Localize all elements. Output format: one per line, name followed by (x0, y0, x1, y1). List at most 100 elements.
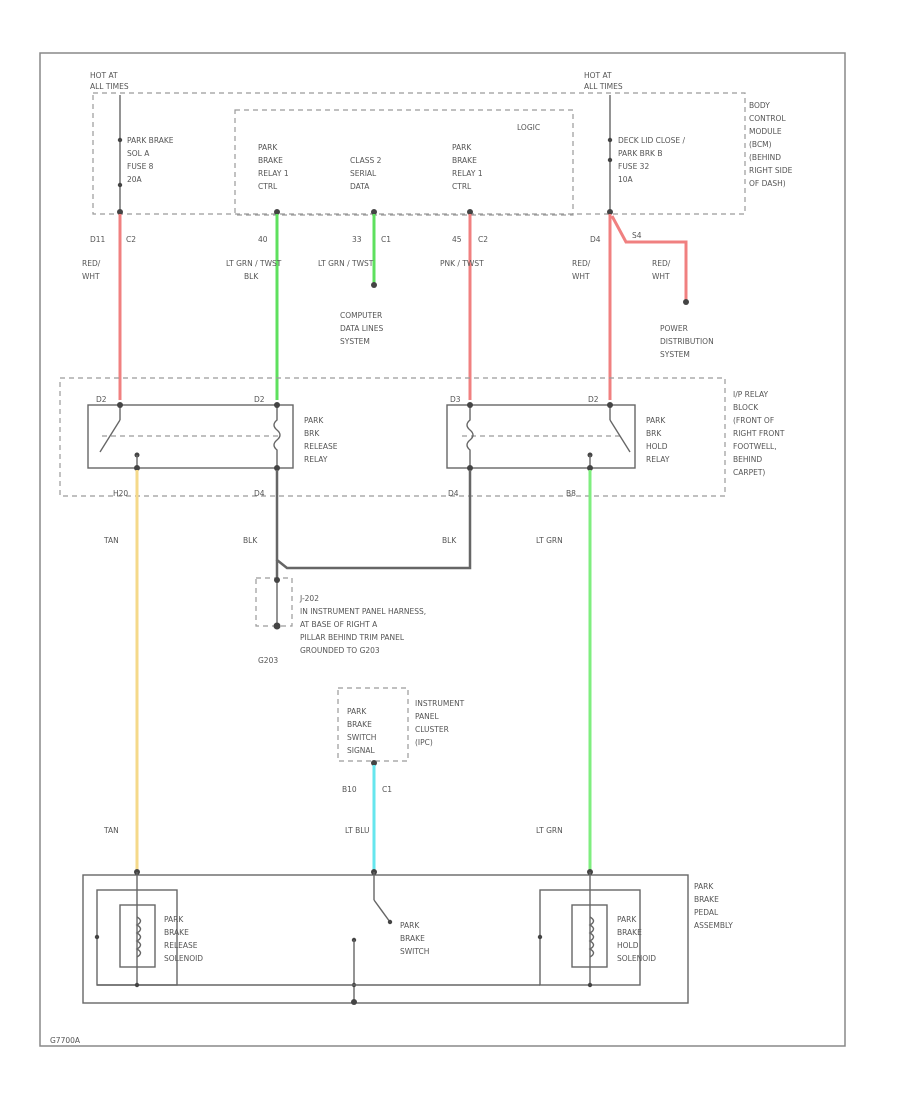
release-relay-contact (99, 419, 121, 453)
svg-text:IN INSTRUMENT PANEL HARNESS,: IN INSTRUMENT PANEL HARNESS, (300, 607, 426, 616)
svg-text:BRK: BRK (304, 429, 320, 438)
svg-text:PARK BRK B: PARK BRK B (618, 149, 663, 158)
svg-text:SYSTEM: SYSTEM (660, 350, 690, 359)
svg-text:PARK: PARK (694, 882, 714, 891)
svg-text:(FRONT OF: (FRONT OF (733, 416, 774, 425)
ground-label: G203 (258, 656, 278, 665)
svg-text:SOL A: SOL A (127, 149, 150, 158)
svg-text:BRK: BRK (646, 429, 662, 438)
svg-text:PARK: PARK (400, 921, 420, 930)
svg-text:SOLENOID: SOLENOID (164, 954, 203, 963)
svg-text:PARK: PARK (304, 416, 324, 425)
svg-text:PANEL: PANEL (415, 712, 440, 721)
computer-data-terminal (371, 282, 377, 288)
bcm-pin-4 (467, 209, 473, 215)
w6-color-2: WHT (652, 272, 670, 281)
svg-text:FOOTWELL,: FOOTWELL, (733, 442, 777, 451)
hot-label-right-1: HOT AT (584, 71, 612, 80)
bcm-pin-1 (117, 209, 123, 215)
w2-color-1: LT GRN / TWST (226, 259, 282, 268)
release-relay-label: PARK BRK RELEASE RELAY (304, 416, 338, 464)
svg-text:(BEHIND: (BEHIND (749, 153, 781, 162)
release-relay-coil (273, 405, 281, 468)
svg-text:RELAY 1: RELAY 1 (452, 169, 483, 178)
svg-text:RIGHT FRONT: RIGHT FRONT (733, 429, 785, 438)
w4-conn: C2 (478, 235, 488, 244)
pedal-assembly-label: PARK BRAKE PEDAL ASSEMBLY (694, 882, 733, 930)
svg-text:SWITCH: SWITCH (400, 947, 429, 956)
splice-j202 (274, 577, 280, 583)
svg-text:DATA LINES: DATA LINES (340, 324, 383, 333)
svg-text:BRAKE: BRAKE (400, 934, 425, 943)
release-solenoid (119, 904, 156, 968)
park-brk-hold-relay (446, 404, 636, 469)
svg-text:AT BASE OF RIGHT A: AT BASE OF RIGHT A (300, 620, 378, 629)
svg-text:PARK: PARK (646, 416, 666, 425)
svg-text:BRAKE: BRAKE (258, 156, 283, 165)
w4-pin: 45 (452, 235, 462, 244)
svg-text:PARK: PARK (452, 143, 472, 152)
park-brk-release-relay (87, 404, 294, 469)
svg-text:PARK: PARK (347, 707, 367, 716)
hot-label-left-2: ALL TIMES (90, 82, 129, 91)
svg-text:BRAKE: BRAKE (617, 928, 642, 937)
ltblu-conn: C1 (382, 785, 392, 794)
svg-text:GROUNDED TO G203: GROUNDED TO G203 (300, 646, 380, 655)
w6-pin: S4 (632, 231, 642, 240)
w2-color-2: BLK (244, 272, 259, 281)
svg-text:SWITCH: SWITCH (347, 733, 376, 742)
svg-text:RELEASE: RELEASE (164, 941, 198, 950)
svg-text:OF DASH): OF DASH) (749, 179, 786, 188)
svg-text:SYSTEM: SYSTEM (340, 337, 370, 346)
svg-text:(IPC): (IPC) (415, 738, 433, 747)
w1-conn: C2 (126, 235, 136, 244)
computer-data-label: COMPUTER DATA LINES SYSTEM (340, 311, 383, 346)
bcm-box (92, 92, 746, 215)
w4-color: PNK / TWST (440, 259, 484, 268)
svg-text:10A: 10A (618, 175, 634, 184)
release-solenoid-label: PARK BRAKE RELEASE SOLENOID (164, 915, 203, 963)
svg-text:COMPUTER: COMPUTER (340, 311, 382, 320)
svg-text:POWER: POWER (660, 324, 688, 333)
svg-text:(BCM): (BCM) (749, 140, 772, 149)
splice-label: J-202 IN INSTRUMENT PANEL HARNESS, AT BA… (299, 594, 426, 655)
class2-label: CLASS 2 SERIAL DATA (350, 156, 382, 191)
hold-solenoid-label: PARK BRAKE HOLD SOLENOID (617, 915, 656, 963)
tan-pin: H20 (113, 489, 128, 498)
svg-text:RELEASE: RELEASE (304, 442, 338, 451)
ltgrn-label: LT GRN (536, 536, 563, 545)
svg-text:PILLAR BEHIND TRIM PANEL: PILLAR BEHIND TRIM PANEL (300, 633, 405, 642)
tan-label-bottom: TAN (103, 826, 119, 835)
w3-pin: 33 (352, 235, 362, 244)
svg-text:DATA: DATA (350, 182, 370, 191)
w3-color: LT GRN / TWST (318, 259, 374, 268)
svg-text:PARK BRAKE: PARK BRAKE (127, 136, 174, 145)
svg-text:FUSE 8: FUSE 8 (127, 162, 154, 171)
hold-pin-2: D2 (588, 395, 599, 404)
ltblu-pin: B10 (342, 785, 357, 794)
svg-text:RELAY: RELAY (304, 455, 328, 464)
release-pin-1: D2 (96, 395, 107, 404)
ltblu-label: LT BLU (345, 826, 370, 835)
wire-blk (275, 470, 472, 570)
svg-text:CLUSTER: CLUSTER (415, 725, 449, 734)
relay2-ctrl-label: PARK BRAKE RELAY 1 CTRL (452, 143, 483, 191)
svg-text:CTRL: CTRL (258, 182, 278, 191)
svg-text:J-202: J-202 (299, 594, 319, 603)
svg-text:BRAKE: BRAKE (347, 720, 372, 729)
w3-conn: C1 (381, 235, 391, 244)
svg-text:INSTRUMENT: INSTRUMENT (415, 699, 465, 708)
pedal-assembly-box (82, 874, 689, 1004)
ltgrn-pin: B8 (566, 489, 576, 498)
bcm-logic-box (234, 109, 574, 216)
fuse-left-label: PARK BRAKE SOL A FUSE 8 20A (127, 136, 174, 184)
blk2-pin: D4 (448, 489, 459, 498)
svg-text:CTRL: CTRL (452, 182, 472, 191)
relay-block-box (59, 377, 726, 497)
svg-text:SERIAL: SERIAL (350, 169, 377, 178)
logic-label: LOGIC (517, 123, 540, 132)
hold-relay-coil (466, 405, 474, 468)
release-pin-2: D2 (254, 395, 265, 404)
